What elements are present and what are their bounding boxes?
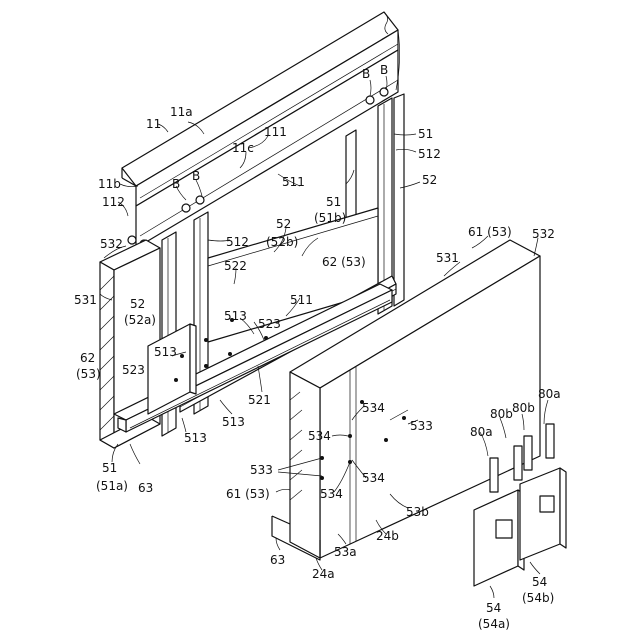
label-51b: (51b) — [314, 211, 346, 225]
bracket-54a — [474, 490, 524, 586]
label-512-top: 512 — [418, 147, 441, 161]
label-b-left-1: B — [172, 177, 180, 191]
label-521: 521 — [248, 393, 271, 407]
label-51-mid: 51 — [326, 195, 341, 209]
label-54-left: 54 — [486, 601, 501, 615]
label-523-b: 523 — [122, 363, 145, 377]
label-534-d: 534 — [320, 487, 343, 501]
label-513-d: 513 — [184, 431, 207, 445]
label-534-b: 534 — [308, 429, 331, 443]
label-61-53-left: 61 (53) — [226, 487, 270, 501]
label-51-bottom: 51 — [102, 461, 117, 475]
label-62-53-mid: 62 (53) — [322, 255, 366, 269]
label-11a: 11a — [170, 105, 193, 119]
label-11c: 11c — [232, 141, 254, 155]
label-11: 11 — [146, 117, 161, 131]
label-80a-right: 80a — [538, 387, 561, 401]
label-53a: 53a — [334, 545, 357, 559]
label-80a-left: 80a — [470, 425, 493, 439]
label-512-left: 512 — [226, 235, 249, 249]
label-513-a: 513 — [224, 309, 247, 323]
label-11b: 11b — [98, 177, 121, 191]
label-522: 522 — [224, 259, 247, 273]
label-b-top-2: B — [380, 63, 388, 77]
label-53-left: (53) — [76, 367, 101, 381]
label-62: 62 — [80, 351, 95, 365]
label-61-53-top: 61 (53) — [468, 225, 512, 239]
label-531-left: 531 — [74, 293, 97, 307]
label-112: 112 — [102, 195, 125, 209]
label-24b: 24b — [376, 529, 399, 543]
label-532-right: 532 — [532, 227, 555, 241]
label-533-right: 533 — [410, 419, 433, 433]
label-24a: 24a — [312, 567, 335, 581]
label-54b: (54b) — [522, 591, 554, 605]
label-52-right: 52 — [422, 173, 437, 187]
label-523-a: 523 — [258, 317, 281, 331]
label-b-top-1: B — [362, 67, 370, 81]
label-51a: (51a) — [96, 479, 128, 493]
label-52a: (52a) — [124, 313, 156, 327]
top-beam — [122, 12, 400, 248]
label-54-right: 54 — [532, 575, 547, 589]
label-51-top: 51 — [418, 127, 433, 141]
label-533-left: 533 — [250, 463, 273, 477]
label-54a: (54a) — [478, 617, 510, 631]
label-534-a: 534 — [362, 401, 385, 415]
label-53b: 53b — [406, 505, 429, 519]
label-531-right: 531 — [436, 251, 459, 265]
label-52-mid: 52 — [276, 217, 291, 231]
label-80b-2: 80b — [512, 401, 535, 415]
label-511-mid: 511 — [290, 293, 313, 307]
bracket-54b — [520, 468, 566, 560]
label-63-left: 63 — [138, 481, 153, 495]
label-111: 111 — [264, 125, 287, 139]
label-511-top: 511 — [282, 175, 305, 189]
label-80b-1: 80b — [490, 407, 513, 421]
label-513-c: 513 — [222, 415, 245, 429]
label-52b: (52b) — [266, 235, 298, 249]
label-b-left-2: B — [192, 169, 200, 183]
label-532-left: 532 — [100, 237, 123, 251]
label-534-c: 534 — [362, 471, 385, 485]
label-52-left: 52 — [130, 297, 145, 311]
label-63-bottom: 63 — [270, 553, 285, 567]
label-513-b: 513 — [154, 345, 177, 359]
